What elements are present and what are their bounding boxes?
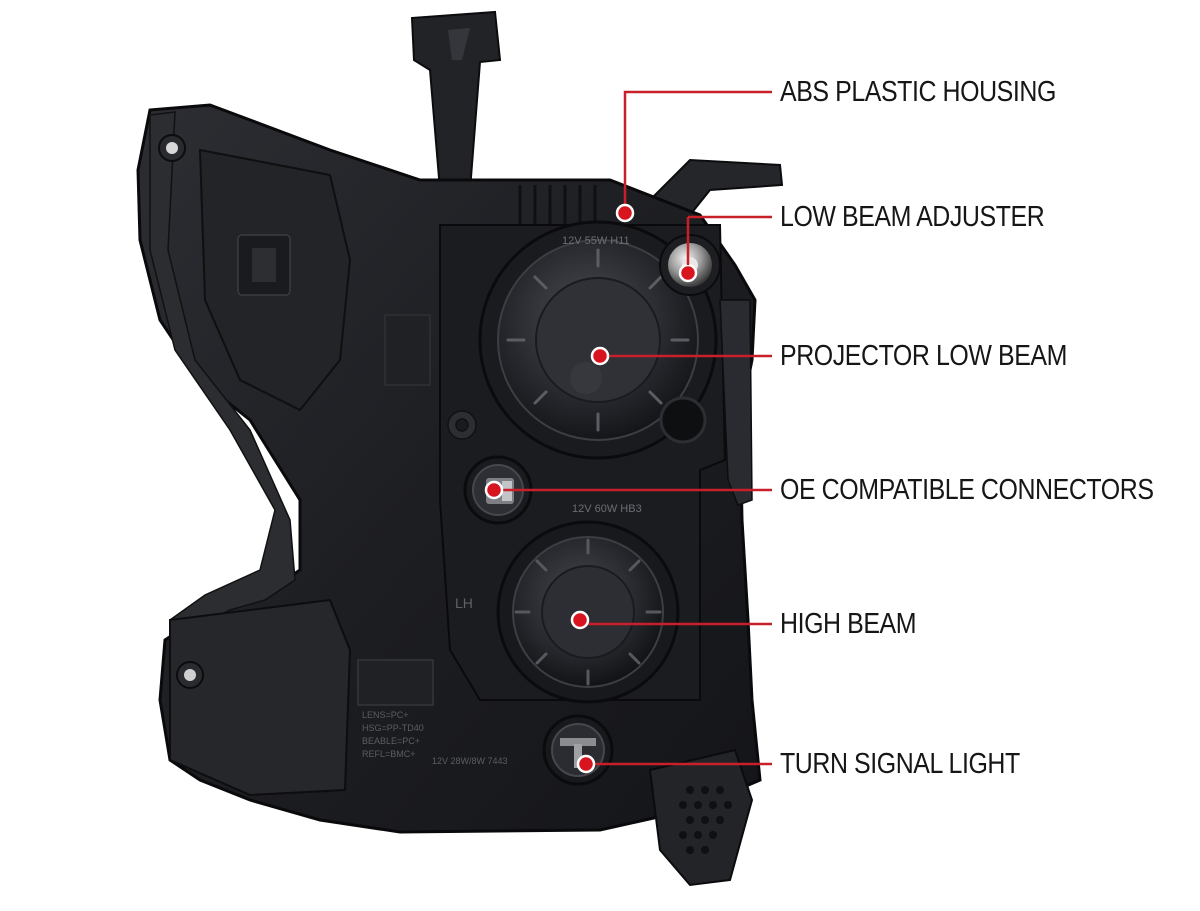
- marker-oe-compatible-connectors: [484, 480, 504, 500]
- svg-text:LENS=PC+: LENS=PC+: [362, 710, 409, 720]
- label-turn-signal-light: TURN SIGNAL LIGHT: [780, 748, 1020, 780]
- projector-fins: [506, 248, 690, 432]
- access-hole: [659, 396, 707, 444]
- label-abs-plastic-housing: ABS PLASTIC HOUSING: [780, 76, 1056, 108]
- gear-emblem: [447, 410, 477, 440]
- top-bulb-molded-text: 12V 55W H11: [562, 235, 630, 247]
- left-square-recess: [384, 314, 431, 386]
- svg-text:BEABLE=PC+: BEABLE=PC+: [362, 736, 420, 746]
- left-clip-inner: [252, 248, 276, 282]
- callout-markers: [484, 203, 698, 774]
- side-marker-grill: [648, 748, 754, 887]
- label-projector-low-beam: PROJECTOR LOW BEAM: [780, 340, 1067, 372]
- lower-label-plate: [357, 659, 434, 706]
- label-high-beam: HIGH BEAM: [780, 608, 917, 640]
- material-molded-text: LENS=PC+ HSG=PP-TD40 BEABLE=PC+ REFL=BMC…: [362, 710, 424, 759]
- svg-text:REFL=BMC+: REFL=BMC+: [362, 749, 416, 759]
- right-edge-bracket: [719, 299, 753, 506]
- marker-high-beam: [570, 610, 590, 630]
- marker-turn-signal-light: [576, 754, 596, 774]
- turn-signal-socket: [542, 714, 614, 786]
- label-low-beam-adjuster: LOW BEAM ADJUSTER: [780, 201, 1045, 233]
- turn-bulb-molded-text: 12V 28W/8W 7443: [432, 756, 508, 766]
- screw-bottom-left: [176, 661, 204, 689]
- marker-abs-plastic-housing: [615, 203, 635, 223]
- marker-low-beam-adjuster: [678, 263, 698, 283]
- svg-text:12V 60W HB3: 12V 60W HB3: [572, 503, 642, 515]
- marker-projector-low-beam: [590, 346, 610, 366]
- grill-holes: [679, 786, 732, 854]
- label-oe-compatible-connectors: OE COMPATIBLE CONNECTORS: [780, 474, 1154, 506]
- cooling-fins: [518, 185, 597, 230]
- side-mark-text: LH: [455, 595, 473, 611]
- leader-abs-plastic-housing: [623, 90, 772, 213]
- callout-leaders: [494, 90, 772, 766]
- screw-top-left: [158, 134, 186, 162]
- top-bracket-ridge: [448, 28, 470, 60]
- svg-text:HSG=PP-TD40: HSG=PP-TD40: [362, 723, 424, 733]
- mid-bulb-molded-text: 12V 60W HB3: [572, 503, 642, 515]
- high-beam-fins: [514, 538, 662, 686]
- svg-text:12V 55W H11: 12V 55W H11: [562, 235, 630, 247]
- left-lower-block: [169, 598, 352, 797]
